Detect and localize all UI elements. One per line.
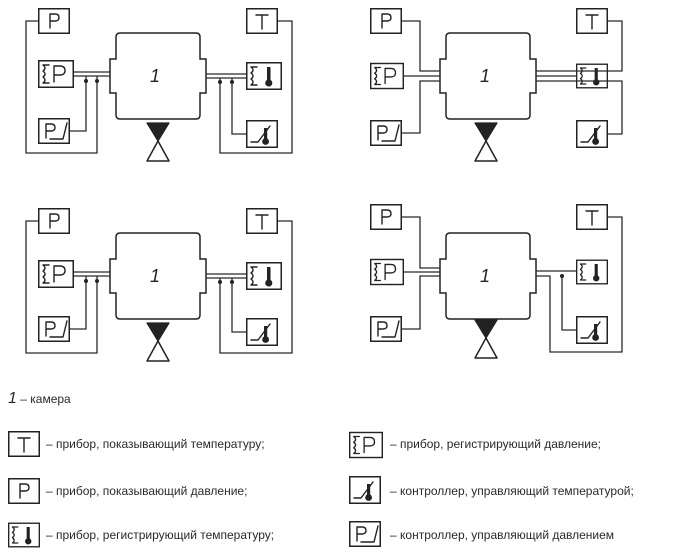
valve-icon [474,122,498,162]
pressure-controller-icon [38,316,70,342]
legend-temperature-controller-icon [349,476,381,504]
pressure-recorder-icon [38,260,74,288]
valve-icon [474,319,498,359]
temperature-controller-icon [246,318,278,346]
diagram-top-right: 1 [369,8,623,162]
legend-pressure-indicator-icon [8,478,40,504]
legend-text-pressure-controller: – контроллер, управляющий давлением [390,528,615,542]
pressure-controller-icon [38,118,70,144]
pressure-indicator-icon [370,8,402,34]
chamber-number: 1 [150,266,160,286]
valve-icon [146,322,170,362]
temperature-controller-icon [246,120,278,148]
temperature-indicator-icon [246,8,278,34]
legend-chamber-note: 1 – камера [8,390,71,408]
chamber-number: 1 [480,66,490,86]
pressure-controller-icon [370,120,402,146]
temperature-recorder-icon [575,63,609,89]
pressure-indicator-icon [38,208,70,234]
pressure-recorder-icon [369,62,405,90]
chamber-number: 1 [150,66,160,86]
temperature-indicator-icon [246,208,278,234]
legend-pressure-controller-icon [349,521,381,547]
legend-pressure-recorder-icon [348,431,384,459]
temperature-indicator-icon [576,204,608,230]
legend-temperature-indicator-icon [8,431,40,457]
pressure-indicator-icon [38,8,70,34]
temperature-recorder-icon [246,62,282,90]
temperature-controller-icon [576,120,608,148]
temperature-controller-icon [576,316,608,344]
legend-temperature-recorder-icon [7,522,41,548]
temperature-recorder-icon [246,262,282,290]
chamber-number: 1 [480,266,490,286]
pressure-recorder-icon [369,258,405,286]
legend-text-temperature-indicator: – прибор, показывающий температуру; [46,437,265,451]
pressure-controller-icon [370,316,402,342]
pressure-recorder-icon [38,60,74,88]
legend-text-temperature-controller: – контроллер, управляющий температурой; [390,484,634,498]
legend-text-temperature-recorder: – прибор, регистрирующий температуру; [46,528,275,542]
legend-text-pressure-indicator: – прибор, показывающий давление; [46,484,248,498]
temperature-recorder-icon [575,259,609,285]
legend-chamber-number: 1 [8,390,17,407]
legend-chamber-text: – камера [20,392,71,406]
diagram-bottom-right: 1 [369,204,623,359]
legend-text-pressure-recorder: – прибор, регистрирующий давление; [390,437,602,451]
temperature-indicator-icon [576,8,608,34]
diagram-bottom-left: 1 [25,208,293,362]
valve-icon [146,122,170,162]
pressure-indicator-icon [370,204,402,230]
diagram-top-left: 1 [25,8,293,162]
